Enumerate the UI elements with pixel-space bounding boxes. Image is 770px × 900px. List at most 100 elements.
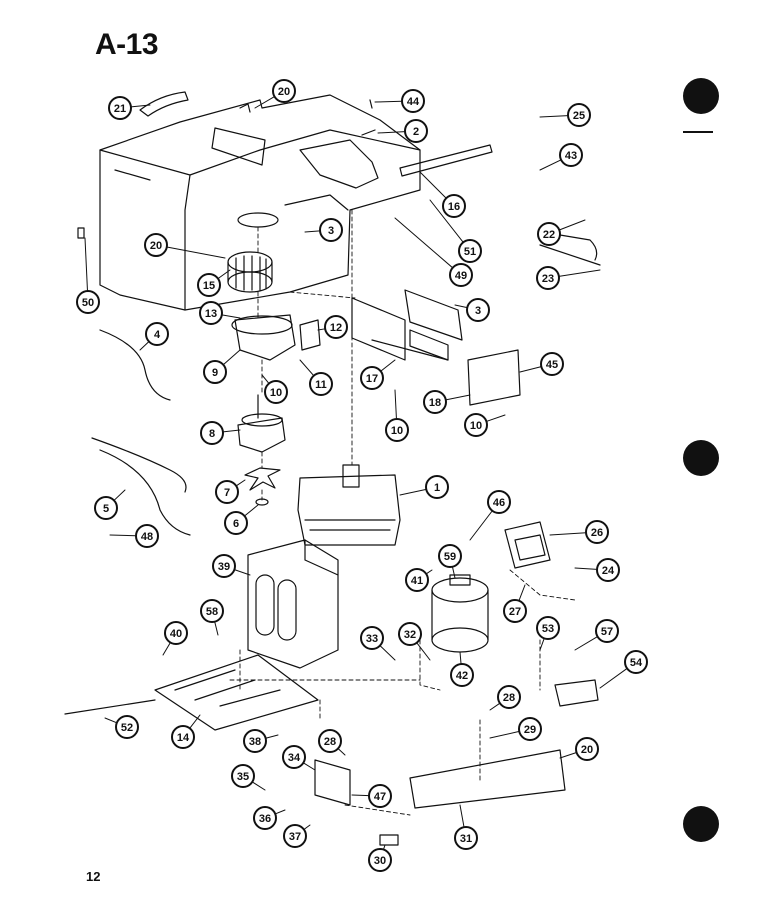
callout-balloon xyxy=(199,301,223,325)
callout-leader-line xyxy=(394,389,397,420)
callout-leader-line xyxy=(459,651,462,665)
callout-54: 54 xyxy=(599,650,648,689)
callout-number: 48 xyxy=(141,531,153,543)
callout-leader-line xyxy=(425,569,433,575)
callout-number: 54 xyxy=(630,657,643,669)
callout-leader-line xyxy=(445,394,471,401)
callout-20: 20 xyxy=(254,79,296,109)
callout-number: 30 xyxy=(374,855,386,867)
callout-leader-line xyxy=(469,510,493,541)
callout-balloon xyxy=(243,729,267,753)
callout-leader-line xyxy=(399,488,427,496)
callout-number: 2 xyxy=(413,126,419,138)
fan-duct-part xyxy=(231,314,321,361)
callout-number: 23 xyxy=(542,273,554,285)
callout-balloon xyxy=(135,524,159,548)
callout-leader-line xyxy=(261,374,270,385)
callout-leader-line xyxy=(380,359,396,372)
callout-balloon xyxy=(449,263,473,287)
callout-number: 10 xyxy=(470,420,482,432)
callout-leader-line xyxy=(221,314,241,319)
assembly-guide-lines xyxy=(229,209,576,816)
callout-balloon xyxy=(253,806,277,830)
callout-36: 36 xyxy=(253,806,286,830)
callout-number: 43 xyxy=(565,150,577,162)
callout-leader-line xyxy=(374,100,403,103)
callout-number: 7 xyxy=(224,487,230,499)
callout-10: 10 xyxy=(464,413,506,437)
callout-balloon xyxy=(231,764,255,788)
callout-number: 31 xyxy=(460,833,472,845)
callout-leader-line xyxy=(113,489,126,501)
callout-39: 39 xyxy=(212,554,251,578)
callout-30: 30 xyxy=(368,844,392,872)
callout-balloon xyxy=(503,599,527,623)
base-plate-part xyxy=(154,654,319,731)
callout-balloon xyxy=(401,89,425,113)
bracket-assembly xyxy=(351,289,521,406)
callout-21: 21 xyxy=(108,96,151,120)
wire-harness-part xyxy=(91,437,191,536)
callout-balloon xyxy=(398,622,422,646)
callout-20: 20 xyxy=(144,233,226,259)
callout-balloon xyxy=(438,544,462,568)
callout-number: 26 xyxy=(591,527,603,539)
callout-balloon xyxy=(224,511,248,535)
callout-balloon xyxy=(360,366,384,390)
callout-balloon xyxy=(115,715,139,739)
callout-28: 28 xyxy=(489,685,521,711)
callout-25: 25 xyxy=(539,103,591,127)
callout-balloon xyxy=(203,360,227,384)
callout-10: 10 xyxy=(261,374,288,404)
callout-41: 41 xyxy=(405,568,433,592)
callout-leader-line xyxy=(459,804,465,828)
callout-balloon xyxy=(464,413,488,437)
callout-balloon xyxy=(595,619,619,643)
callout-number: 11 xyxy=(315,379,327,391)
callout-number: 50 xyxy=(82,297,94,309)
callout-number: 57 xyxy=(601,626,613,638)
callout-balloon xyxy=(454,826,478,850)
callout-leader-line xyxy=(162,641,171,656)
callout-16: 16 xyxy=(419,171,466,218)
callout-number: 49 xyxy=(455,270,467,282)
callout-57: 57 xyxy=(574,619,619,651)
callout-number: 15 xyxy=(203,280,215,292)
callout-leader-line xyxy=(254,96,276,109)
callout-balloon xyxy=(575,737,599,761)
callout-11: 11 xyxy=(299,359,333,396)
callout-leader-line xyxy=(379,645,396,661)
callout-leader-line xyxy=(304,230,321,233)
callout-leader-line xyxy=(351,794,370,797)
magnetron-part xyxy=(297,464,401,546)
callout-number: 3 xyxy=(328,225,334,237)
callout-number: 24 xyxy=(602,565,615,577)
callout-balloon xyxy=(540,352,564,376)
callout-balloon xyxy=(487,490,511,514)
callout-leader-line xyxy=(139,341,150,351)
callout-12: 12 xyxy=(317,315,348,339)
callout-leader-line xyxy=(222,349,241,366)
callout-31: 31 xyxy=(454,804,478,850)
callout-40: 40 xyxy=(162,621,188,656)
callout-leader-line xyxy=(539,115,569,118)
callout-number: 20 xyxy=(278,86,290,98)
callout-number: 12 xyxy=(330,322,342,334)
callout-balloon xyxy=(497,685,521,709)
callout-46: 46 xyxy=(469,490,511,541)
callout-leader-line xyxy=(233,569,251,576)
callout-leader-line xyxy=(302,762,316,771)
callout-leader-line xyxy=(317,328,326,331)
callout-34: 34 xyxy=(282,745,316,771)
callout-leader-line xyxy=(299,359,315,377)
transformer-part xyxy=(247,539,339,669)
callout-42: 42 xyxy=(450,651,474,687)
callout-balloon xyxy=(171,725,195,749)
callout-1: 1 xyxy=(399,475,449,499)
callout-22: 22 xyxy=(537,219,586,246)
callout-number: 25 xyxy=(573,110,585,122)
callout-17: 17 xyxy=(360,359,396,390)
callout-number: 1 xyxy=(434,482,440,494)
